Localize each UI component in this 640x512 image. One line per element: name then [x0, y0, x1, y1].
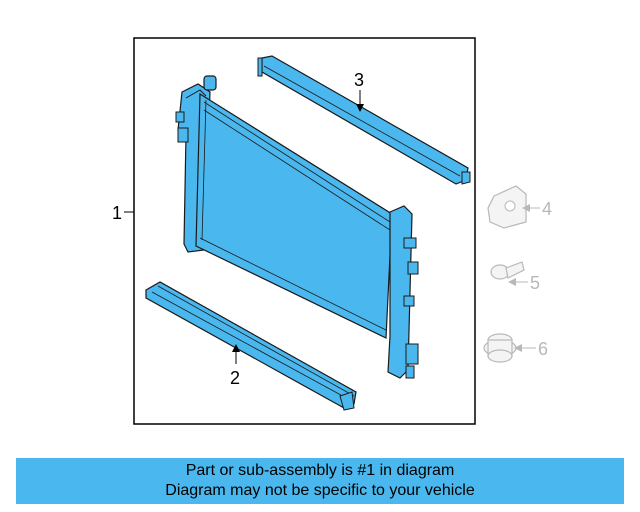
arrow-2	[232, 344, 240, 352]
grommet-part-6[interactable]	[483, 333, 517, 363]
callout-4[interactable]: 4	[542, 199, 552, 219]
info-banner: Part or sub-assembly is #1 in diagram Di…	[16, 458, 624, 504]
arrow-4	[522, 204, 530, 212]
callout-2[interactable]: 2	[230, 368, 240, 388]
assembly-frame	[133, 37, 476, 425]
radiator-part[interactable]	[175, 75, 419, 379]
bolt-part-5[interactable]	[490, 261, 525, 280]
callout-6[interactable]: 6	[538, 339, 548, 359]
arrow-5	[508, 278, 516, 286]
arrow-3	[356, 104, 364, 112]
callout-5[interactable]: 5	[530, 273, 540, 293]
lower-air-guide-part[interactable]	[145, 281, 357, 411]
arrow-6	[514, 344, 522, 352]
upper-air-guide-part[interactable]	[257, 55, 471, 185]
bracket-part-4[interactable]	[487, 185, 527, 229]
parts-diagram: 1 3 2 4 5 6	[112, 37, 552, 425]
callout-1[interactable]: 1	[112, 203, 122, 223]
banner-line-2: Diagram may not be specific to your vehi…	[165, 482, 475, 499]
callout-3[interactable]: 3	[354, 70, 364, 90]
banner-line-1: Part or sub-assembly is #1 in diagram	[185, 462, 455, 479]
